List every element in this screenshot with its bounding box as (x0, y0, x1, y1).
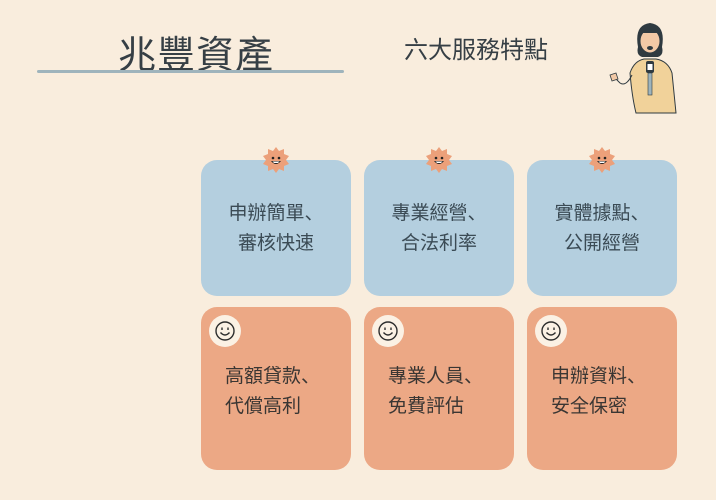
feature-text: 實體據點、 公開經營 (554, 202, 650, 254)
feature-text: 專業人員、 免費評估 (388, 365, 484, 417)
presenter-illustration (609, 23, 677, 114)
smiley-icon (209, 315, 241, 347)
sun-face-icon (589, 147, 615, 173)
feature-text: 申辦資料、 安全保密 (551, 365, 647, 417)
feature-text: 申辦簡單、 審核快速 (228, 202, 324, 254)
page-subtitle: 六大服務特點 (404, 36, 548, 64)
feature-card-6: 申辦資料、 安全保密 (527, 307, 677, 470)
feature-card-2: 專業經營、 合法利率 (364, 147, 514, 296)
feature-card-1: 申辦簡單、 審核快速 (201, 147, 351, 296)
feature-text: 專業經營、 合法利率 (391, 202, 487, 254)
sun-face-icon (263, 147, 289, 173)
page-title: 兆豐資產 (118, 33, 275, 77)
title-underline (37, 70, 344, 73)
smiley-icon (372, 315, 404, 347)
sun-face-icon (426, 147, 452, 173)
smiley-icon (535, 315, 567, 347)
feature-card-5: 專業人員、 免費評估 (364, 307, 514, 470)
feature-card-4: 高額貸款、 代償高利 (201, 307, 351, 470)
feature-card-3: 實體據點、 公開經營 (527, 147, 677, 296)
feature-text: 高額貸款、 代償高利 (225, 365, 321, 417)
